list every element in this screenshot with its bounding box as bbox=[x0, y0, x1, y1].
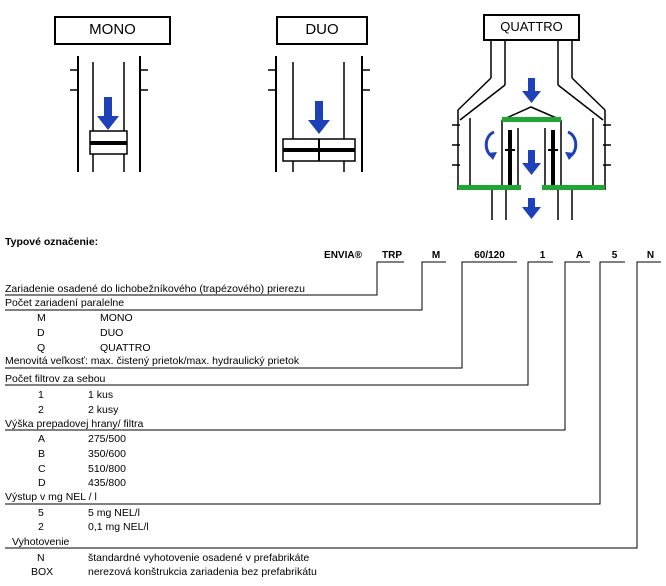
option-code: N bbox=[37, 552, 45, 564]
mono-label: MONO bbox=[89, 21, 136, 38]
option-code: D bbox=[38, 477, 46, 489]
option-text: nerezová konštrukcia zariadenia bez pref… bbox=[88, 566, 317, 578]
duo-arrow-icon bbox=[308, 101, 330, 134]
option-text: MONO bbox=[100, 312, 133, 324]
quattro-arrow-icons bbox=[522, 78, 541, 219]
quattro-illustration bbox=[452, 14, 611, 220]
code-height: A bbox=[575, 250, 584, 261]
option-text: 435/800 bbox=[88, 477, 126, 489]
code-count: M bbox=[431, 250, 441, 261]
section-title-filters: Počet filtrov za sebou bbox=[5, 373, 106, 385]
section-title-size: Menovitá veľkosť: max. čistený prietok/m… bbox=[5, 355, 300, 367]
code-envia: ENVIA® bbox=[324, 250, 362, 261]
option-text: 1 kus bbox=[88, 389, 114, 401]
section-title-parallel: Počet zariadení paralelne bbox=[5, 297, 125, 309]
option-code: 5 bbox=[38, 507, 44, 519]
code-output: 5 bbox=[611, 250, 618, 261]
option-code: 2 bbox=[38, 521, 44, 533]
mono-arrow-icon bbox=[97, 97, 119, 130]
designation-heading: Typové označenie: bbox=[5, 236, 99, 248]
option-text: 350/600 bbox=[88, 448, 126, 460]
duo-label: DUO bbox=[305, 21, 339, 38]
code-size: 60/120 bbox=[474, 250, 505, 261]
section-title-trapezoid: Zariadenie osadené do lichobežníkového (… bbox=[5, 283, 306, 295]
code-filters: 1 bbox=[539, 250, 546, 261]
section-title-height: Výška prepadovej hrany/ filtra bbox=[5, 418, 144, 430]
quattro-green-plates bbox=[458, 117, 605, 190]
code-trp: TRP bbox=[382, 250, 402, 261]
option-code: D bbox=[37, 327, 45, 339]
quattro-label: QUATTRO bbox=[500, 19, 563, 34]
option-text: štandardné vyhotovenie osadené v prefabr… bbox=[88, 552, 310, 564]
code-version: N bbox=[646, 250, 655, 261]
duo-illustration bbox=[268, 16, 370, 172]
option-code: 2 bbox=[38, 404, 44, 416]
option-text: 5 mg NEL/l bbox=[88, 507, 140, 519]
option-code: Q bbox=[37, 342, 46, 354]
option-code: B bbox=[38, 448, 46, 460]
option-code: M bbox=[37, 312, 46, 324]
option-code: A bbox=[38, 433, 46, 445]
option-text: 2 kusy bbox=[88, 404, 119, 416]
option-text: DUO bbox=[100, 327, 124, 339]
section-title-version: Vyhotovenie bbox=[12, 536, 70, 548]
option-text: 275/500 bbox=[88, 433, 126, 445]
section-title-output: Výstup v mg NEL / l bbox=[5, 491, 97, 503]
option-text: 0,1 mg NEL/l bbox=[88, 521, 149, 533]
option-text: 510/800 bbox=[88, 463, 126, 475]
mono-illustration bbox=[54, 16, 171, 172]
option-code: BOX bbox=[31, 566, 54, 578]
designation-connectors bbox=[5, 261, 661, 549]
option-code: C bbox=[38, 463, 46, 475]
option-text: QUATTRO bbox=[100, 342, 151, 354]
option-code: 1 bbox=[38, 389, 44, 401]
